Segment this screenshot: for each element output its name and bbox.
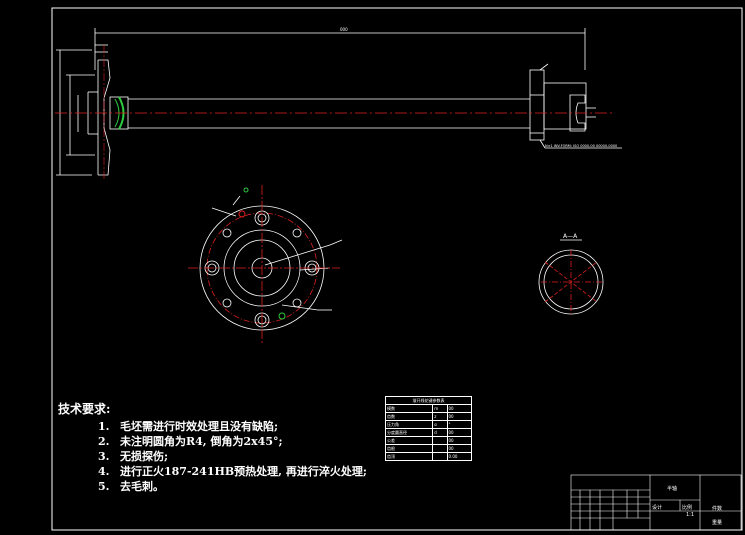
param-symbol: d [432,428,448,437]
param-value: 00 [446,436,472,445]
section-label: A—A [563,233,578,240]
tech-item-num: 4. [98,465,110,478]
tech-item: 3. 无损探伤; [58,449,168,464]
param-value: 00 [446,404,472,413]
title-block-grid [570,474,742,531]
title-block-weight: 重量 [712,520,723,526]
tech-item: 1. 毛坯需进行时效处理且没有缺陷; [58,419,278,434]
top-dimension-label: 000 [340,27,348,32]
param-name: 齿顶 [384,452,434,461]
flange-green-hole [278,312,286,320]
tech-item-num: 1. [98,420,110,433]
title-block-scale-value: 1:1 [686,512,695,518]
param-value: 00 [446,412,472,421]
table-row: 公差 00 [384,436,472,445]
param-name: 公差 [384,436,434,445]
param-value: 00 [446,444,472,453]
tech-title: 技术要求: [58,402,111,416]
flange-front-view [199,195,343,331]
tech-item-num: 5. [98,480,110,493]
table-row: 齿顶 0.00 [384,452,472,461]
tech-item-text: 无损探伤; [120,450,169,463]
param-value: 0.00 [446,452,472,461]
param-value: 00 [446,428,472,437]
spline-section-view [538,239,604,315]
tech-item: 2. 未注明圆角为R4, 倒角为2x45°; [58,434,283,449]
param-name: 模数 [384,404,434,413]
param-symbol: α [432,420,448,429]
tech-item-text: 未注明圆角为R4, 倒角为2x45°; [120,435,283,448]
flange-red-hole [238,210,246,218]
param-table-title: 渐开线花键参数表 [385,396,472,405]
param-symbol [432,444,448,453]
tech-item: 5. 去毛刺。 [58,479,164,494]
param-name: 分度圆直径 [384,428,434,437]
tech-item-num: 3. [98,450,110,463]
title-block-scale: 比例 [682,505,693,511]
tech-item-text: 毛坯需进行时效处理且没有缺陷; [120,420,279,433]
title-block-part-name: 半轴 [667,486,678,492]
param-name: 齿数 [384,412,434,421]
param-value: ° [446,420,472,429]
shaft-note: N±1 INV.FORM: ISO 0000-00 00000-0000 [545,144,617,148]
tech-item: 4. 进行正火187-241HB预热处理, 再进行淬火处理; [58,464,367,479]
title-block-count: 件数 [712,506,723,512]
param-symbol: m [432,404,448,413]
param-name: 齿根 [384,444,434,453]
drawing-border [51,7,743,531]
param-symbol: z [432,412,448,421]
tech-item-num: 2. [98,435,110,448]
title-block-design: 设计 [652,505,663,511]
param-symbol [432,436,448,445]
param-symbol [432,452,448,461]
flange-green-dot [243,187,249,193]
param-name: 压力角 [384,420,434,429]
tech-item-text: 去毛刺。 [120,480,164,493]
tech-requirements: 技术要求: 1. 毛坯需进行时效处理且没有缺陷; 2. 未注明圆角为R4, 倒角… [58,400,367,494]
tech-item-text: 进行正火187-241HB预热处理, 再进行淬火处理; [120,465,367,478]
table-row: 齿根 00 [384,444,472,453]
shaft-elevation-view [56,28,622,176]
